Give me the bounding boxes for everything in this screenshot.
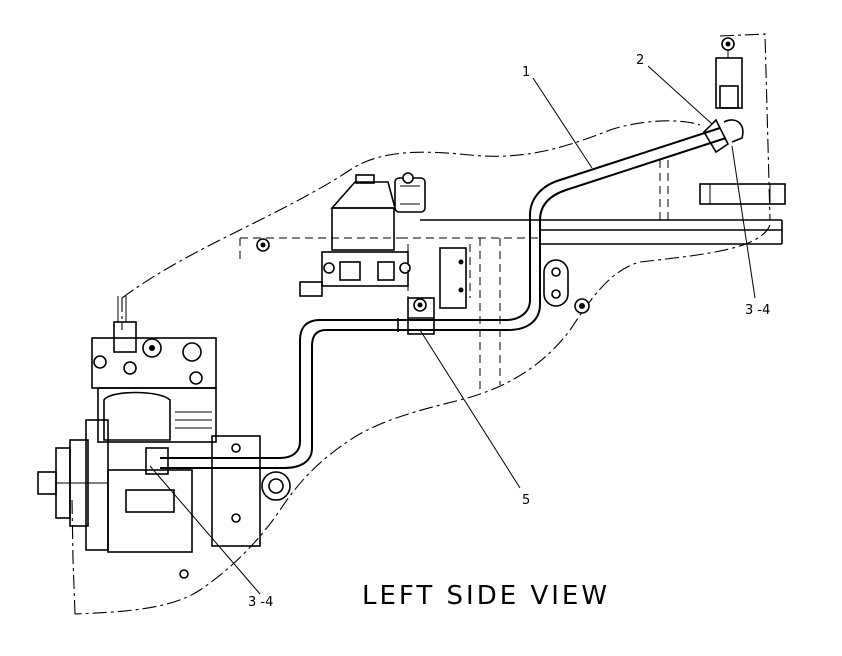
air-line — [160, 127, 727, 469]
elbow-fitting — [702, 118, 744, 154]
mounting-bracket-right — [659, 37, 786, 220]
callout-3-4-bottom: 3 -4 — [248, 595, 273, 610]
engine-outline — [71, 33, 771, 615]
leader-lines — [149, 65, 756, 595]
callout-2: 2 — [636, 53, 644, 68]
callout-1: 1 — [522, 65, 530, 80]
air-dryer — [256, 172, 426, 297]
air-compressor — [37, 296, 291, 579]
view-title: LEFT SIDE VIEW — [362, 581, 610, 611]
callout-5: 5 — [522, 493, 530, 508]
frame-rail — [239, 219, 783, 390]
clamp-block — [407, 244, 471, 335]
link-bracket — [543, 259, 590, 314]
callout-3-4-right: 3 -4 — [745, 303, 770, 318]
